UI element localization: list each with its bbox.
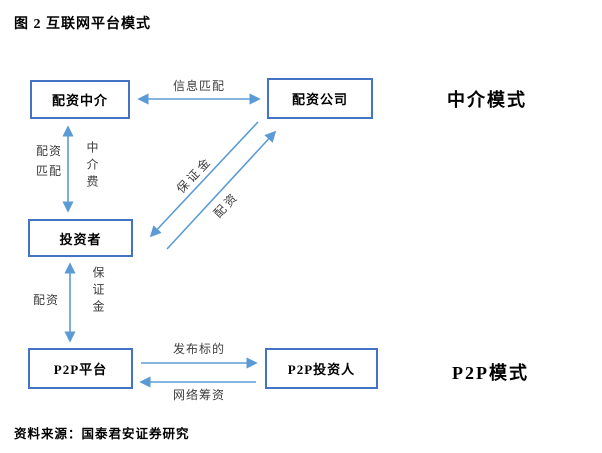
- label-publish-listing: 发布标的: [172, 342, 225, 356]
- label-peizi-match-line2: 匹配: [36, 164, 63, 178]
- figure-title: 图 2 互联网平台模式: [14, 17, 151, 32]
- label-agent-fee: 中介费: [85, 141, 99, 192]
- box-peizi-company: 配资公司: [267, 78, 373, 119]
- label-peizi-diagonal: 配资: [211, 189, 242, 221]
- label-network-crowdfunding: 网络筹资: [172, 388, 225, 402]
- box-investor: 投资者: [28, 219, 133, 257]
- heading-p2p-mode: P2P模式: [452, 363, 529, 383]
- box-p2p-platform: P2P平台: [28, 348, 133, 389]
- heading-agent-mode: 中介模式: [447, 90, 527, 110]
- label-margin-diagonal: 保证金: [173, 153, 215, 197]
- label-peizi-match: 配资 匹配: [36, 141, 82, 181]
- box-peizi-agent: 配资中介: [30, 80, 130, 119]
- source-note: 资料来源：国泰君安证券研究: [14, 427, 190, 441]
- label-peizi-match-line1: 配资: [36, 144, 63, 158]
- label-peizi-lower: 配资: [33, 293, 60, 307]
- label-margin-lower: 保证金: [91, 266, 105, 317]
- box-p2p-investor: P2P投资人: [265, 348, 378, 389]
- label-info-match: 信息匹配: [172, 79, 225, 93]
